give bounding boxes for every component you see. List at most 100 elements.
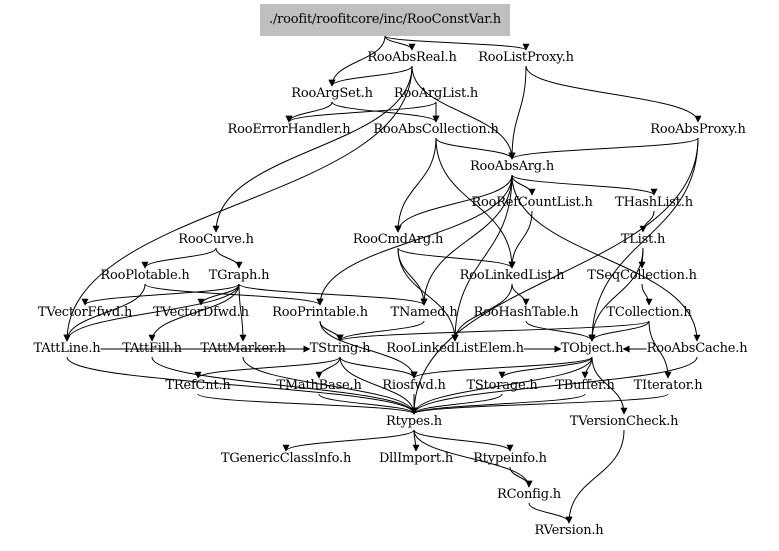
node-rversion[interactable]: RVersion.h: [535, 523, 604, 539]
node-titerator[interactable]: TIterator.h: [634, 378, 703, 394]
node-root-rooconstvar[interactable]: ./roofit/roofitcore/inc/RooConstVar.h: [260, 4, 510, 36]
node-tversioncheck[interactable]: TVersionCheck.h: [570, 414, 679, 430]
node-rooargset[interactable]: RooArgSet.h: [291, 86, 373, 102]
node-riosfwd[interactable]: Riosfwd.h: [382, 378, 446, 394]
edge-rconfig-to-rversion: [528, 502, 573, 524]
edge-tstring-to-tmathbase: [315, 356, 341, 379]
node-rooabsreal[interactable]: RooAbsReal.h: [367, 50, 457, 66]
node-rooabscache[interactable]: RooAbsCache.h: [647, 341, 748, 357]
edge-rooconstvar-to-rooabsreal: [384, 35, 416, 51]
node-label: TMathBase.h: [276, 378, 362, 393]
edge-rooplotable-to-rooprintable: [144, 283, 324, 306]
edge-tattfill-to-rtypes: [151, 356, 418, 415]
edge-rooargset-to-rooabscollection: [331, 101, 440, 123]
node-roocmdarg[interactable]: RooCmdArg.h: [353, 232, 443, 248]
edge-tgraph-to-tattfill: [148, 283, 240, 342]
node-tstorage[interactable]: TStorage.h: [466, 378, 537, 394]
node-label: RConfig.h: [497, 487, 561, 502]
node-roorefcountlist[interactable]: RooRefCountList.h: [471, 195, 592, 211]
edge-rtypes-to-tgenericclassinfo: [282, 429, 415, 452]
node-label: ./roofit/roofitcore/inc/RooConstVar.h: [269, 12, 501, 27]
edge-titerator-to-rtypes: [410, 393, 669, 415]
node-rtypeinfo[interactable]: Rtypeinfo.h: [473, 451, 547, 467]
edge-tobject-to-tversioncheck: [591, 356, 628, 415]
node-tnamed[interactable]: TNamed.h: [390, 305, 457, 321]
node-rooabscollection[interactable]: RooAbsCollection.h: [373, 122, 499, 138]
node-tvectordfwd[interactable]: TVectorDfwd.h: [153, 305, 249, 321]
edge-roolistproxy-to-rooabsproxy: [525, 65, 702, 123]
edge-rtypeinfo-to-rconfig: [509, 466, 533, 488]
node-label: RVersion.h: [534, 523, 604, 538]
edge-rooprintable-to-riosfwd: [319, 320, 418, 379]
node-roohashtable[interactable]: RooHashTable.h: [474, 305, 579, 321]
node-tmathbase[interactable]: TMathBase.h: [276, 378, 362, 394]
node-rooarglist[interactable]: RooArgList.h: [394, 86, 478, 102]
node-label: RooAbsCache.h: [646, 341, 748, 356]
node-thashlist[interactable]: THashList.h: [615, 195, 693, 211]
edge-rooabsreal-to-rooargset: [328, 65, 413, 87]
edge-roolinkedlist-to-roohashtable: [511, 283, 530, 306]
edge-rooabscollection-to-rooabsarg: [435, 137, 516, 160]
node-rooabsarg[interactable]: RooAbsArg.h: [470, 159, 554, 175]
node-tbuffer[interactable]: TBuffer.h: [555, 378, 615, 394]
edge-rooabsreal-to-roocurve: [212, 65, 413, 233]
edge-tversioncheck-to-rversion: [565, 429, 625, 524]
node-roolinkedlist[interactable]: RooLinkedList.h: [460, 268, 565, 284]
node-tseqcollection[interactable]: TSeqCollection.h: [587, 268, 697, 284]
node-rooplotable[interactable]: RooPlotable.h: [100, 268, 189, 284]
node-label: TString.h: [309, 341, 371, 356]
edge-rooabsarg-to-rooabscache: [511, 174, 701, 342]
node-label: Riosfwd.h: [382, 378, 446, 393]
node-tgraph[interactable]: TGraph.h: [209, 268, 270, 284]
node-tobject[interactable]: TObject.h: [561, 341, 624, 357]
node-rtypes[interactable]: Rtypes.h: [386, 414, 442, 430]
node-label: TNamed.h: [390, 305, 458, 320]
edge-roocmdarg-to-roolinkedlist: [397, 247, 516, 269]
node-rooabsproxy[interactable]: RooAbsProxy.h: [650, 122, 746, 138]
node-tgenericclassinfo[interactable]: TGenericClassInfo.h: [221, 451, 351, 467]
node-label: TIterator.h: [633, 378, 703, 393]
node-label: TBuffer.h: [555, 378, 615, 393]
node-tvectorffwd[interactable]: TVectorFfwd.h: [38, 305, 132, 321]
node-label: RooPlotable.h: [100, 268, 190, 283]
node-dllimport[interactable]: DllImport.h: [379, 451, 453, 467]
edge-roocmdarg-to-tnamed: [397, 247, 428, 306]
node-tlist[interactable]: TList.h: [621, 232, 666, 248]
edge-rooabsarg-to-rooprintable: [316, 174, 513, 306]
node-label: RooCmdArg.h: [352, 232, 444, 247]
edge-rtypes-to-rconfig: [413, 429, 533, 488]
edge-rooarglist-to-rooerrorhandler: [285, 101, 437, 123]
node-label: RooPrintable.h: [272, 305, 368, 320]
node-tattfill[interactable]: TAttFill.h: [122, 341, 182, 357]
node-label: RooAbsCollection.h: [373, 122, 499, 137]
edge-tobject-to-riosfwd: [410, 356, 593, 379]
edge-roocurve-to-rooplotable: [141, 247, 217, 269]
edge-tstring-to-trefcnt: [194, 356, 341, 379]
edge-rooabsarg-to-roocmdarg: [394, 174, 513, 233]
node-roolinkedlistelem[interactable]: RooLinkedListElem.h: [386, 341, 524, 357]
edge-rtypes-to-rtypeinfo: [413, 429, 514, 452]
node-rconfig[interactable]: RConfig.h: [497, 487, 561, 503]
node-tstring[interactable]: TString.h: [310, 341, 371, 357]
node-rooerrorhandler[interactable]: RooErrorHandler.h: [228, 122, 351, 138]
node-tattline[interactable]: TAttLine.h: [34, 341, 101, 357]
node-tattmarker[interactable]: TAttMarker.h: [200, 341, 286, 357]
node-label: TGraph.h: [208, 268, 270, 283]
edge-tgraph-to-tvectordfwd: [197, 283, 240, 306]
node-label: RooLinkedListElem.h: [386, 341, 524, 356]
edge-roolistproxy-to-rooabsarg: [508, 65, 527, 160]
node-rooprintable[interactable]: RooPrintable.h: [272, 305, 368, 321]
edge-tobject-to-rtypes: [410, 356, 593, 415]
node-label: RooLinkedList.h: [459, 268, 565, 283]
edge-rooabsreal-to-tattline: [63, 65, 413, 342]
node-label: TVectorDfwd.h: [153, 305, 249, 320]
node-roolistproxy[interactable]: RooListProxy.h: [478, 50, 574, 66]
edge-tgraph-to-tattmarker: [238, 283, 247, 342]
node-tcollection[interactable]: TCollection.h: [606, 305, 691, 321]
node-trefcnt[interactable]: TRefCnt.h: [165, 378, 230, 394]
node-roocurve[interactable]: RooCurve.h: [178, 232, 254, 248]
edge-rooabsarg-to-roorefcountlist: [511, 174, 536, 196]
node-label: TStorage.h: [466, 378, 538, 393]
edge-trefcnt-to-rtypes: [197, 393, 418, 415]
